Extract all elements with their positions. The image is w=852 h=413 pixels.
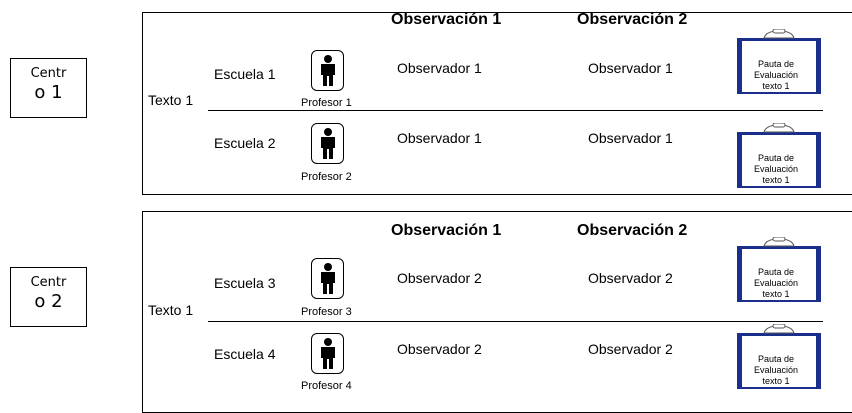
clipboard-icon: Pauta de Evaluación texto 1: [736, 237, 822, 303]
profesor-person-icon: [311, 258, 344, 299]
texto-label: Texto 1: [148, 302, 194, 318]
centro-1-box: Centr o 1: [10, 58, 87, 118]
escuela-label: Escuela 2: [214, 135, 276, 151]
centro-label-line2: o 1: [34, 82, 63, 103]
profesor-label: Profesor 2: [301, 171, 352, 183]
clipboard-icon: Pauta de Evaluación texto 1: [736, 324, 822, 390]
escuela-label: Escuela 3: [214, 275, 276, 291]
group-1-panel: Observación 1 Observación 2 Texto 1 Escu…: [142, 11, 852, 195]
group-2-panel: Observación 1 Observación 2 Texto 1 Escu…: [142, 211, 852, 413]
observador-cell: Observador 2: [588, 341, 673, 357]
profesor-person-icon: [311, 123, 344, 164]
profesor-label: Profesor 4: [301, 380, 352, 392]
header-observacion-2: Observación 2: [577, 222, 688, 239]
escuela-label: Escuela 1: [214, 66, 276, 82]
profesor-person-icon: [311, 50, 344, 91]
clipboard-text: Pauta de Evaluación texto 1: [753, 59, 799, 91]
clipboard-text: Pauta de Evaluación texto 1: [753, 354, 799, 386]
profesor-label: Profesor 1: [301, 97, 352, 109]
clipboard-icon: Pauta de Evaluación texto 1: [736, 29, 822, 95]
centro-label-line1: Centr: [30, 66, 67, 81]
row-separator: [208, 110, 823, 111]
observador-cell: Observador 2: [588, 270, 673, 286]
observador-cell: Observador 2: [397, 341, 482, 357]
observador-cell: Observador 1: [397, 60, 482, 76]
centro-label-line2: o 2: [34, 291, 63, 312]
clipboard-text: Pauta de Evaluación texto 1: [753, 153, 799, 185]
profesor-label: Profesor 3: [301, 306, 352, 318]
observador-cell: Observador 1: [397, 130, 482, 146]
header-observacion-2: Observación 2: [577, 11, 688, 28]
clipboard-text: Pauta de Evaluación texto 1: [753, 267, 799, 299]
observador-cell: Observador 2: [397, 270, 482, 286]
header-observacion-1: Observación 1: [391, 222, 502, 239]
escuela-label: Escuela 4: [214, 346, 276, 362]
header-observacion-1: Observación 1: [391, 11, 502, 28]
texto-label: Texto 1: [148, 92, 194, 108]
row-separator: [208, 321, 823, 322]
centro-2-box: Centr o 2: [10, 267, 87, 327]
observador-cell: Observador 1: [588, 60, 673, 76]
clipboard-icon: Pauta de Evaluación texto 1: [736, 123, 822, 189]
centro-label-line1: Centr: [30, 275, 67, 290]
profesor-person-icon: [311, 333, 344, 374]
observador-cell: Observador 1: [588, 130, 673, 146]
